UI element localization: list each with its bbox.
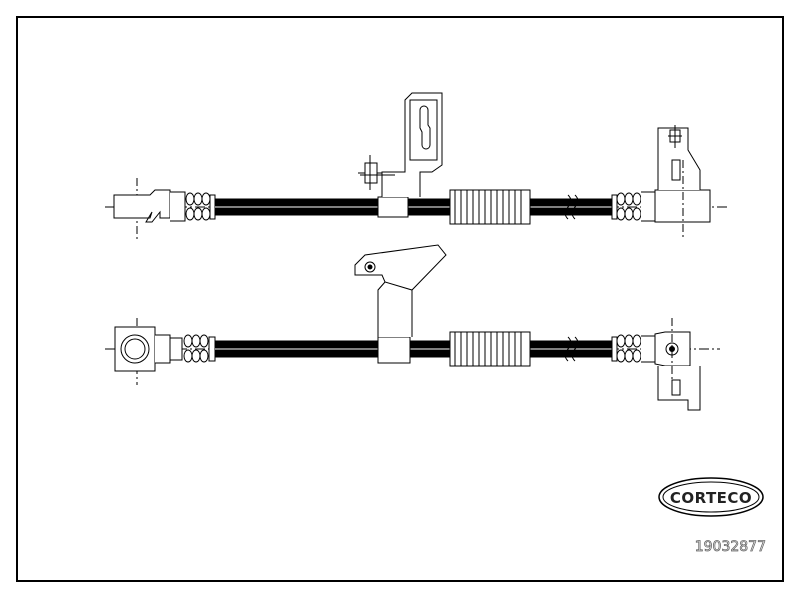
break-mark-bottom	[564, 336, 579, 362]
banjo-fitting-left	[114, 326, 183, 372]
drawing-frame	[16, 16, 784, 582]
right-fitting-top	[654, 125, 711, 240]
crimp-right-bottom	[611, 334, 656, 363]
break-mark-top	[564, 194, 579, 220]
corteco-logo: CORTECO	[658, 477, 764, 517]
crimp-left	[170, 191, 216, 222]
protective-sleeve-top	[449, 189, 531, 225]
mounting-bracket-top	[358, 92, 443, 197]
brake-hose-bottom	[105, 244, 720, 411]
mounting-bracket-bottom	[354, 244, 447, 364]
part-number: 19032877	[695, 539, 766, 555]
crimp-right-top	[611, 191, 656, 222]
hose-clamp	[377, 196, 409, 218]
protective-sleeve-bottom	[449, 331, 531, 367]
logo-text: CORTECO	[670, 489, 752, 507]
right-fitting-bottom	[654, 318, 701, 411]
brake-hose-top	[105, 92, 728, 240]
crimp-left-bottom	[183, 334, 216, 363]
left-fitting	[113, 189, 171, 223]
